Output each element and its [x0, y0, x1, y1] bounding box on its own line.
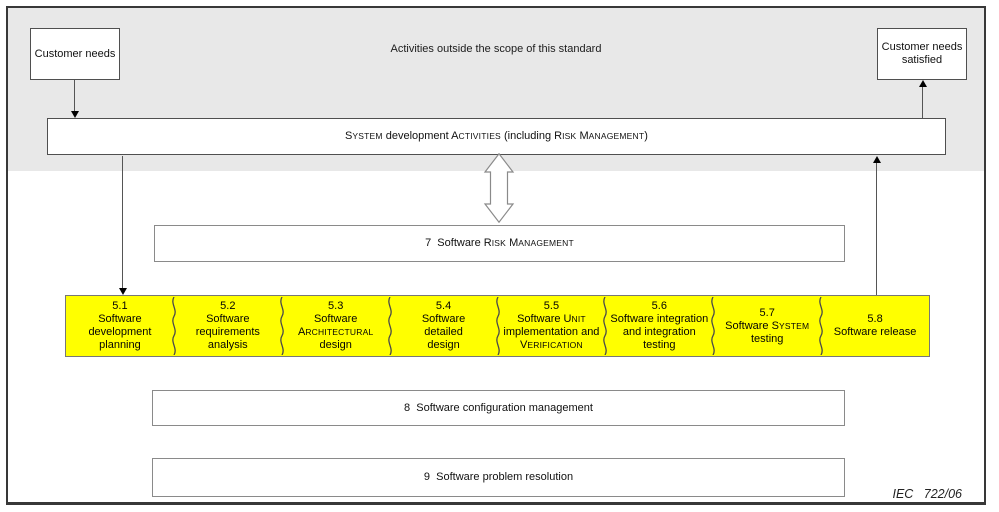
process-step-5-1: 5.1 Software development planning	[66, 296, 176, 356]
configuration-management-box: 8 Software configuration management	[152, 390, 845, 426]
risk-management-label: 7 Software RISK MANAGEMENT	[425, 237, 574, 249]
system-development-box: SYSTEM development ACTIVITIES (including…	[47, 118, 946, 155]
step-label: Software release	[833, 326, 917, 338]
development-steps-band: 5.1 Software development planning 5.2 So…	[65, 295, 930, 357]
customer-needs-label: Customer needs	[34, 47, 116, 60]
step-number: 5.2	[220, 300, 236, 312]
arrow-line	[876, 163, 877, 295]
process-step-5-4: 5.4 Software detailed design	[390, 296, 500, 356]
step-label: Software integration and integration tes…	[610, 313, 709, 351]
scope-note-text: Activities outside the scope of this sta…	[390, 43, 602, 55]
problem-resolution-box: 9 Software problem resolution	[152, 458, 845, 497]
system-development-label: SYSTEM development ACTIVITIES (including…	[345, 130, 648, 142]
step-number: 5.6	[651, 300, 667, 312]
customer-needs-box: Customer needs	[30, 28, 120, 80]
arrowhead-up-icon	[873, 156, 881, 163]
arrow-line	[122, 156, 123, 288]
customer-needs-satisfied-box: Customer needs satisfied	[877, 28, 967, 80]
risk-management-box: 7 Software RISK MANAGEMENT	[154, 225, 845, 262]
process-step-5-7: 5.7 Software SYSTEM testing	[713, 296, 823, 356]
step-label: Software UNIT implementation and VERIFIC…	[503, 313, 600, 351]
step-label: Software SYSTEM testing	[725, 319, 810, 345]
step-number: 5.1	[112, 300, 128, 312]
arrow-line	[922, 87, 923, 118]
wavy-divider	[279, 297, 284, 355]
wavy-divider	[387, 297, 392, 355]
problem-resolution-label: 9 Software problem resolution	[423, 471, 574, 483]
step-number: 5.3	[328, 300, 344, 312]
arrowhead-down-icon	[119, 288, 127, 295]
arrow-line	[74, 80, 75, 111]
wavy-divider	[172, 297, 176, 355]
step-number: 5.8	[867, 313, 883, 325]
arrowhead-down-icon	[71, 111, 79, 118]
step-label: Software requirements analysis	[195, 313, 260, 351]
wavy-divider	[495, 297, 500, 355]
wavy-divider	[603, 297, 608, 355]
configuration-management-label: 8 Software configuration management	[404, 401, 593, 414]
step-number: 5.5	[543, 300, 560, 312]
process-step-5-5: 5.5 Software UNIT implementation and VER…	[498, 296, 608, 356]
arrowhead-up-icon	[919, 80, 927, 87]
step-number: 5.4	[435, 300, 452, 312]
process-step-5-8: 5.8 Software release	[821, 296, 929, 356]
process-step-5-3: 5.3 Software ARCHITECTURAL design	[282, 296, 392, 356]
figure-reference-caption: IEC 722/06	[892, 487, 963, 501]
wavy-divider	[711, 297, 716, 355]
step-label: Software development planning	[88, 313, 152, 351]
step-label: Software ARCHITECTURAL design	[297, 313, 374, 351]
customer-needs-satisfied-label: Customer needs satisfied	[881, 41, 963, 66]
double-arrow-icon	[483, 153, 515, 223]
step-number: 5.7	[759, 306, 775, 319]
wavy-divider	[819, 297, 823, 355]
process-step-5-6: 5.6 Software integration and integration…	[605, 296, 716, 356]
step-label: Software detailed design	[421, 313, 466, 351]
software-lifecycle-figure: Activities outside the scope of this sta…	[6, 6, 986, 505]
process-step-5-2: 5.2 Software requirements analysis	[174, 296, 284, 356]
